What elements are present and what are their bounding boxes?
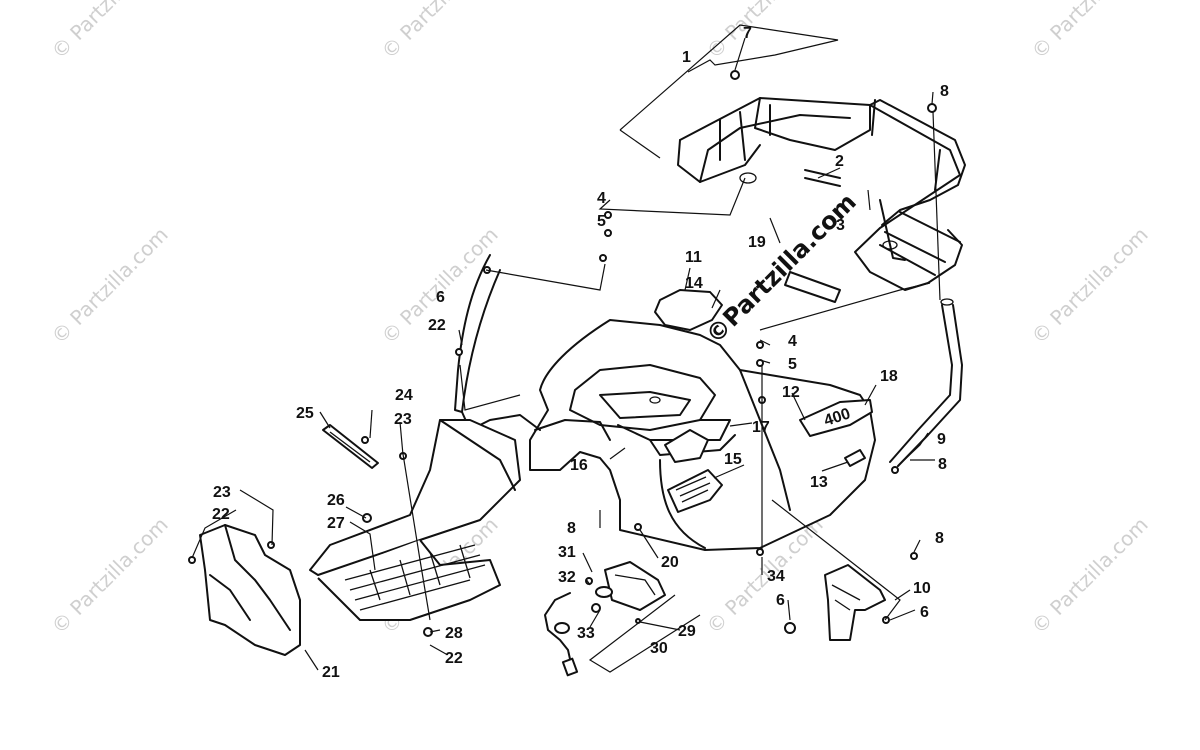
callout-29: 29 xyxy=(678,623,696,640)
callout-33: 33 xyxy=(577,625,595,642)
callout-5: 5 xyxy=(597,213,606,230)
watermark: © Partzilla.com xyxy=(377,0,503,64)
left-footwell-panel xyxy=(199,524,301,656)
callout-21: 21 xyxy=(322,664,340,681)
callout-30: 30 xyxy=(650,640,668,657)
callout-8: 8 xyxy=(935,530,944,547)
callout-11: 11 xyxy=(685,249,702,266)
callout-10: 10 xyxy=(913,580,931,597)
callout-22: 22 xyxy=(445,650,463,667)
bracket-25 xyxy=(322,424,379,469)
rack-support-tube xyxy=(889,298,963,467)
callout-16: 16 xyxy=(570,457,588,474)
callout-3: 3 xyxy=(836,217,845,234)
callout-19: 19 xyxy=(748,234,766,251)
callout-1: 1 xyxy=(682,49,691,66)
floorboard xyxy=(309,419,521,621)
callout-20: 20 xyxy=(661,554,679,571)
callout-2: 2 xyxy=(835,153,844,170)
callout-17: 17 xyxy=(752,419,770,436)
callout-7: 7 xyxy=(743,25,752,42)
rear-fender-decal xyxy=(784,271,841,303)
watermark: © Partzilla.com xyxy=(1027,222,1153,348)
callout-8: 8 xyxy=(567,520,576,537)
hardware xyxy=(188,70,937,637)
callout-18: 18 xyxy=(880,368,898,385)
callout-6: 6 xyxy=(776,592,785,609)
callout-4: 4 xyxy=(788,333,797,350)
rear-rack xyxy=(677,97,966,291)
callout-28: 28 xyxy=(445,625,463,642)
callout-6: 6 xyxy=(920,604,929,621)
watermark: © Partzilla.com xyxy=(702,0,828,64)
callout-12: 12 xyxy=(782,384,800,401)
callout-4: 4 xyxy=(597,190,606,207)
mud-flap xyxy=(824,564,886,641)
callout-23: 23 xyxy=(213,484,231,501)
callout-8: 8 xyxy=(938,456,947,473)
callout-27: 27 xyxy=(327,515,345,532)
tail-light-assembly xyxy=(544,561,666,677)
rear-fender: 400 xyxy=(529,289,876,551)
callout-9: 9 xyxy=(937,431,946,448)
callout-34: 34 xyxy=(767,568,785,585)
callout-31: 31 xyxy=(558,544,576,561)
watermark: © Partzilla.com xyxy=(47,222,173,348)
watermark: © Partzilla.com xyxy=(47,0,173,64)
watermark: © Partzilla.com xyxy=(1027,0,1153,64)
callout-8: 8 xyxy=(940,83,949,100)
watermark: © Partzilla.com xyxy=(1027,512,1153,638)
callout-23: 23 xyxy=(394,411,412,428)
callout-26: 26 xyxy=(327,492,345,509)
callout-22: 22 xyxy=(212,506,230,523)
center-watermark: ©Partzilla.com xyxy=(700,188,861,349)
leader-lines xyxy=(191,24,941,673)
callout-32: 32 xyxy=(558,569,576,586)
callout-labels: 1 7 8 2 3 4 5 19 11 14 6 22 4 5 18 12 24… xyxy=(212,25,949,681)
callout-14: 14 xyxy=(685,275,703,292)
callout-5: 5 xyxy=(788,356,797,373)
watermark: © Partzilla.com xyxy=(47,512,173,638)
callout-6: 6 xyxy=(436,289,445,306)
callout-15: 15 xyxy=(724,451,742,468)
callout-25: 25 xyxy=(296,405,314,422)
callout-22: 22 xyxy=(428,317,446,334)
callout-13: 13 xyxy=(810,474,828,491)
fender-extension xyxy=(454,254,541,431)
callout-24: 24 xyxy=(395,387,413,404)
